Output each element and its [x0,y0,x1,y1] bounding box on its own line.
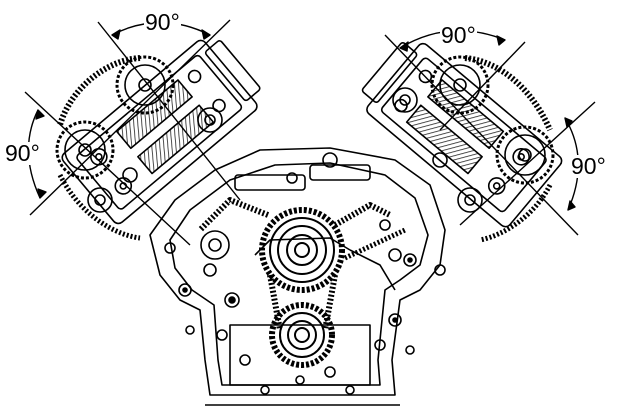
tensioner [200,152,402,277]
left-head-boss-lower [87,187,113,213]
left-cam-sprocket-lower [55,120,115,180]
angle-label-left-top: 90° [144,9,181,35]
front-cover-outline [149,147,446,396]
right-head-boss [392,87,418,113]
primary-chain [197,197,407,331]
crankshaft-sprocket [269,302,335,368]
right-angle-guides [384,30,596,236]
left-cylinder-head [61,39,261,225]
angle-label-right-side: 90° [570,153,607,179]
right-cylinder-head [361,41,563,228]
right-cam-sprocket-lower [495,125,555,185]
cover-bolts [164,242,446,395]
right-cam-sprocket-upper [430,55,490,115]
angle-label-right-top: 90° [440,22,477,48]
right-timing-chain [464,55,553,243]
idler-sprocket [259,207,345,293]
left-timing-chain [57,55,141,241]
left-cam-sprocket-upper [115,55,175,115]
right-head-boss-lower [457,187,483,213]
left-head-boss [197,107,223,133]
angle-label-left-side: 90° [4,140,41,166]
